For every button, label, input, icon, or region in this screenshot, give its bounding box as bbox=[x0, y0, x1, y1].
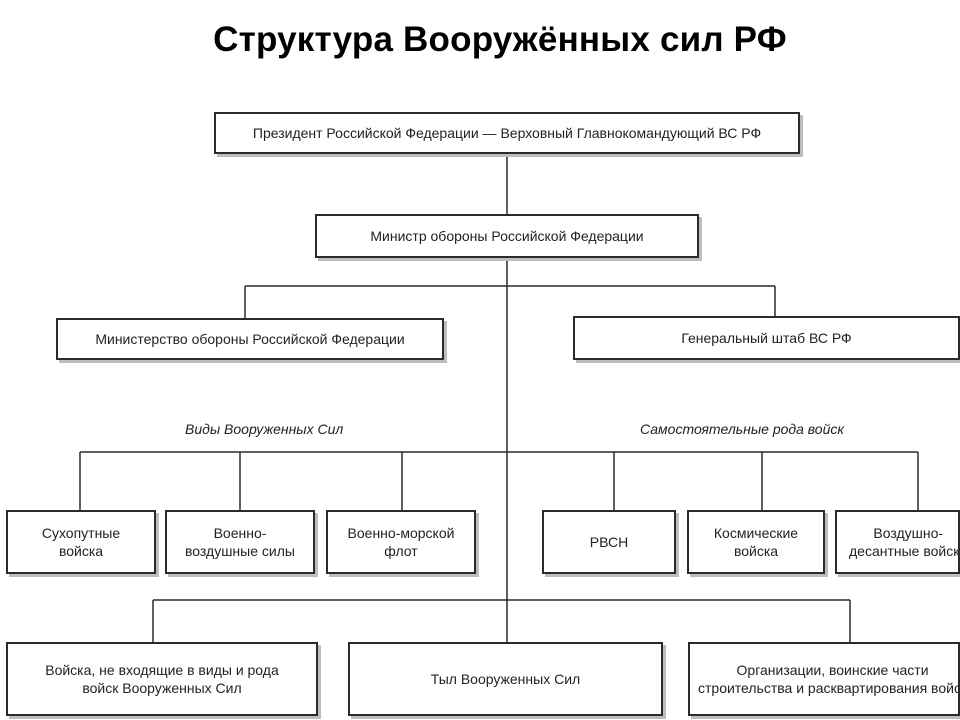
branch-box-ground: Сухопутные войска bbox=[6, 510, 156, 574]
ministry-box: Министерство обороны Российской Федераци… bbox=[56, 318, 444, 360]
page-title: Структура Вооружённых сил РФ bbox=[213, 20, 787, 59]
other-box-rear: Тыл Вооруженных Сил bbox=[348, 642, 663, 716]
general-staff-box: Генеральный штаб ВС РФ bbox=[573, 316, 960, 360]
branch-box-air: Военно- воздушные силы bbox=[165, 510, 315, 574]
independent-arms-caption: Самостоятельные рода войск bbox=[640, 421, 844, 437]
arm-box-airborne: Воздушно- десантные войска bbox=[835, 510, 960, 574]
arm-box-space: Космические войска bbox=[687, 510, 825, 574]
president-box: Президент Российской Федерации — Верховн… bbox=[214, 112, 800, 154]
branch-box-navy: Военно-морской флот bbox=[326, 510, 476, 574]
branches-caption: Виды Вооруженных Сил bbox=[185, 421, 344, 437]
minister-box: Министр обороны Российской Федерации bbox=[315, 214, 699, 258]
other-box-non-branch: Войска, не входящие в виды и рода войск … bbox=[6, 642, 318, 716]
arm-box-rvsn: РВСН bbox=[542, 510, 676, 574]
other-box-construction: Организации, воинские части строительств… bbox=[688, 642, 960, 716]
